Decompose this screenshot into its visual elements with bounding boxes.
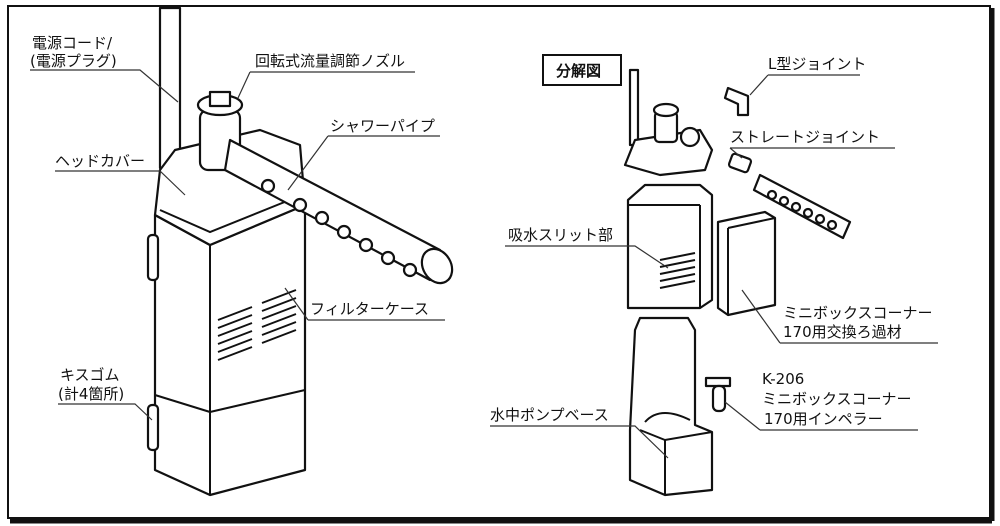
label-intake-slit: 吸水スリット部 xyxy=(508,226,613,244)
label-filter-media-2: 170用交換ろ過材 xyxy=(783,323,902,341)
label-straight-joint: ストレートジョイント xyxy=(730,128,880,146)
label-shower-pipe: シャワーパイプ xyxy=(330,117,435,135)
intake-slits xyxy=(217,289,297,361)
leader-head-cover xyxy=(55,170,186,196)
assembled-filter xyxy=(146,6,454,497)
pump-base xyxy=(628,316,714,497)
label-pump-base: 水中ポンプベース xyxy=(490,406,609,424)
leader-straight-joint xyxy=(729,147,895,159)
suction-cup xyxy=(146,403,160,452)
label-nozzle: 回転式流量調節ノズル xyxy=(255,52,405,70)
label-impeller-2: ミニボックスコーナー xyxy=(762,390,912,408)
label-power-cord: 電源コード/ xyxy=(32,34,113,52)
leader-impeller xyxy=(724,401,918,431)
filter-media xyxy=(716,210,777,317)
leader-filter-media xyxy=(741,289,938,344)
l-joint xyxy=(723,86,750,117)
label-power-plug: (電源プラグ) xyxy=(30,52,117,70)
exploded-title: 分解図 xyxy=(556,62,601,80)
filter-case xyxy=(153,203,307,497)
power-cord-pipe xyxy=(158,6,182,170)
exploded-parts xyxy=(623,68,852,497)
exploded-title-box xyxy=(542,54,622,86)
shower-holes xyxy=(260,178,418,278)
leader-power-cord xyxy=(30,69,179,103)
suction-cup xyxy=(146,233,160,282)
label-impeller-code: K-206 xyxy=(762,370,804,388)
label-filter-media-1: ミニボックスコーナー xyxy=(783,304,933,322)
label-suction-cup: キスゴム xyxy=(60,366,120,384)
leader-suction-cup xyxy=(58,403,153,421)
straight-joint xyxy=(727,152,753,174)
leader-filter-case xyxy=(284,287,445,321)
leader-nozzle xyxy=(237,71,415,99)
exploded-shower-pipe xyxy=(752,173,852,240)
label-suction-count: (計4箇所) xyxy=(58,385,124,403)
impeller xyxy=(704,376,732,388)
leader-shower-pipe xyxy=(287,135,440,191)
leader-intake-slit xyxy=(505,245,669,269)
exploded-intake-slits xyxy=(659,252,696,289)
exploded-filter-case xyxy=(626,183,714,310)
label-l-joint: L型ジョイント xyxy=(768,55,866,73)
label-impeller-3: 170用インペラー xyxy=(764,410,883,428)
label-filter-case: フィルターケース xyxy=(310,300,429,318)
cord-pipe xyxy=(628,68,640,147)
leader-l-joint xyxy=(749,74,860,96)
label-head-cover: ヘッドカバー xyxy=(55,152,145,170)
leader-pump-base xyxy=(490,425,669,459)
